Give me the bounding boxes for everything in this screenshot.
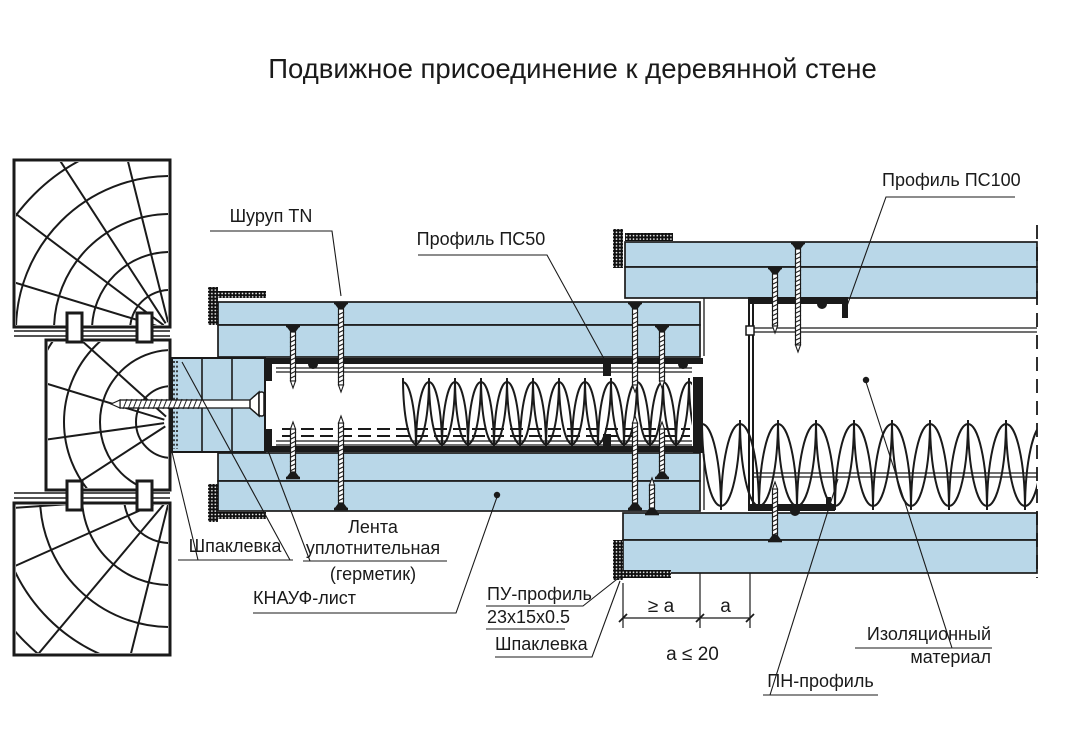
screws [286,241,805,543]
leader-lines [171,196,1015,696]
label-sealing-tape-line1: Лента [348,517,398,537]
wooden-wall [12,158,172,657]
label-pn-profile: ПН-профиль [767,671,874,691]
putty-hatches [208,229,673,580]
label-pu-profile-line1: ПУ-профиль [487,584,592,604]
dimension-note: a ≤ 20 [666,644,719,665]
label-screw-tn: Шуруп TN [229,206,313,226]
label-pu-profile: ПУ-профиль 23х15х0.5 [487,583,597,629]
label-pu-profile-line2: 23х15х0.5 [487,607,571,627]
label-putty-bottom: Шпаклевка [495,634,588,654]
crimp-marks [308,304,827,516]
label-sealing-tape: Лента уплотнительная (герметик) [295,517,451,585]
label-putty-left: Шпаклевка [188,536,282,556]
wood-grain [16,505,168,653]
drawing-title: Подвижное присоединение к деревянной сте… [268,53,877,84]
screw-horizontal [109,390,265,418]
label-insulation-line2: материал [910,647,991,667]
label-sealing-tape-line3: (герметик) [329,564,417,584]
wood-grain [16,162,168,325]
profile-ps50 [272,358,703,453]
dimension [618,573,755,628]
label-knauf-sheet: КНАУФ-лист [253,588,357,608]
profile-pn [754,327,1037,478]
label-insulation-line1: Изоляционный [866,624,991,644]
label-insulation: Изоляционный материал [853,623,991,669]
label-profile-ps50: Профиль ПС50 [416,229,546,249]
dimension-label-right: a [720,596,731,617]
dimension-label-left: ≥ a [647,596,675,617]
label-sealing-tape-line2: уплотнительная [305,538,441,558]
label-profile-ps100: Профиль ПС100 [882,170,1021,190]
